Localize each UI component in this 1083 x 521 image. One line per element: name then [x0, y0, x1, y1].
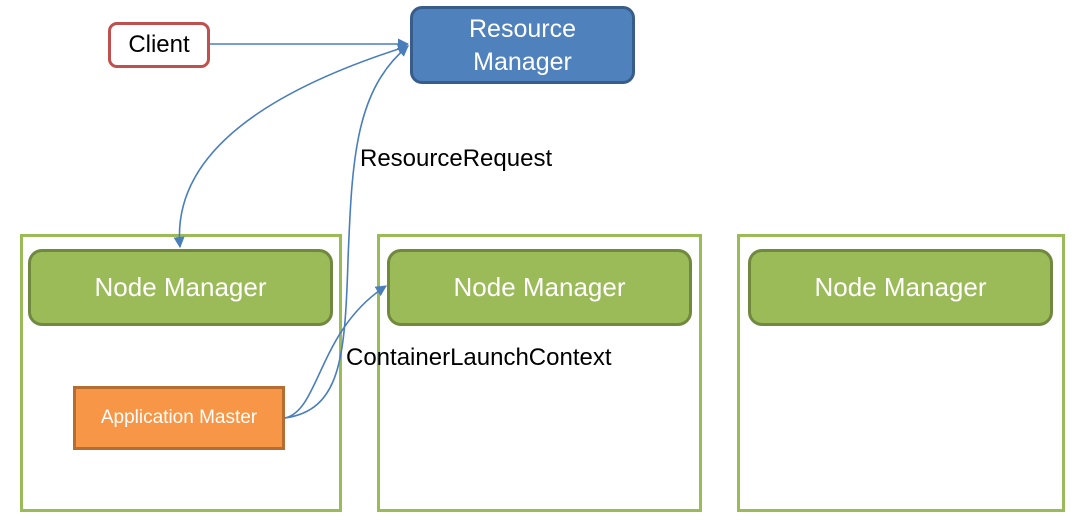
- node-manager-1[interactable]: Node Manager: [28, 249, 333, 326]
- node-manager-2-label: Node Manager: [453, 272, 626, 302]
- resource-manager-label-line2: Manager: [473, 48, 572, 76]
- am-to-rm-arrow: [284, 45, 409, 419]
- node-manager-2[interactable]: Node Manager: [387, 249, 692, 326]
- resource-manager-label-line1: Resource: [469, 15, 576, 43]
- node-manager-3-label: Node Manager: [814, 272, 987, 302]
- application-master-node[interactable]: Application Master: [73, 386, 285, 450]
- node-manager-3[interactable]: Node Manager: [748, 249, 1053, 326]
- application-master-label: Application Master: [100, 407, 258, 428]
- resource-manager-node[interactable]: Resource Manager: [410, 6, 635, 84]
- container-launch-context-label: ContainerLaunchContext: [346, 344, 612, 371]
- am-to-nm2-arrow: [284, 285, 387, 419]
- node-manager-1-label: Node Manager: [94, 272, 267, 302]
- rm-nm1-arrow: [173, 43, 410, 249]
